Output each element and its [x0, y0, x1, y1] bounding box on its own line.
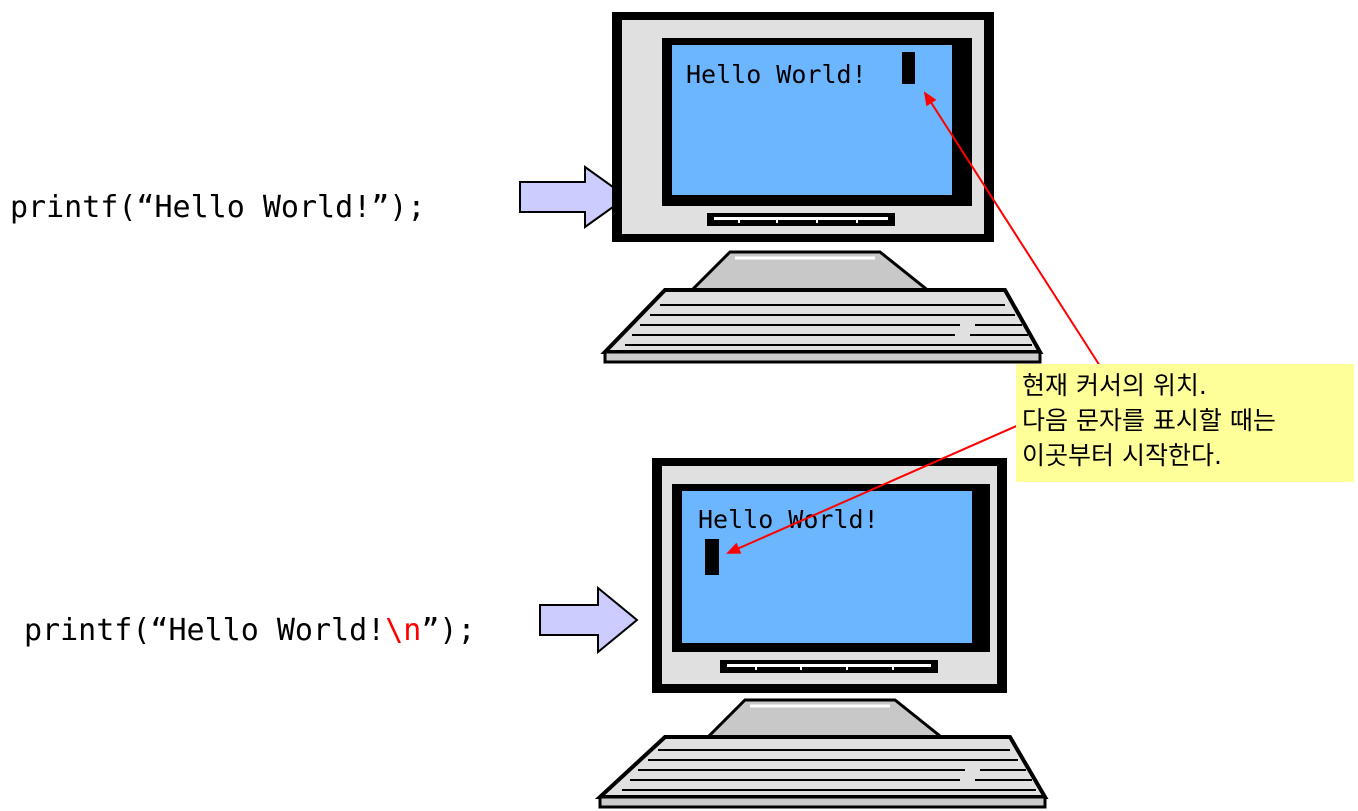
cursor-bottom	[705, 539, 719, 575]
pointer-line-top	[923, 91, 1101, 367]
newline-escape: \n	[385, 613, 422, 648]
callout-line-1: 현재 커서의 위치.	[1022, 371, 1207, 400]
code-suffix: ”);	[421, 613, 476, 648]
screen-bottom	[682, 491, 972, 643]
screen-top-text: Hello World!	[686, 60, 867, 89]
code-line-printf-hello: printf(“Hello World!”);	[10, 190, 426, 225]
code-line-printf-hello-newline: printf(“Hello World!\n”);	[24, 613, 476, 649]
code-prefix: printf(“Hello World!	[24, 613, 386, 648]
block-arrow-top	[519, 165, 629, 229]
monitor	[652, 458, 1007, 693]
keyboard	[594, 735, 1049, 809]
pointer-line-bottom	[726, 419, 1031, 554]
screen-bottom-text: Hello World!	[698, 505, 879, 534]
callout-line-3: 이곳부터 시작한다.	[1022, 441, 1222, 470]
computer-top: Hello World!	[600, 12, 1044, 364]
block-arrow-bottom	[539, 585, 639, 655]
callout-line-2: 다음 문자를 표시할 때는	[1022, 406, 1276, 435]
keyboard	[600, 288, 1044, 364]
callout-note: 현재 커서의 위치. 다음 문자를 표시할 때는 이곳부터 시작한다.	[1016, 364, 1354, 482]
cursor-top	[902, 52, 915, 84]
monitor	[612, 12, 994, 242]
computer-bottom: Hello World!	[594, 458, 1049, 809]
